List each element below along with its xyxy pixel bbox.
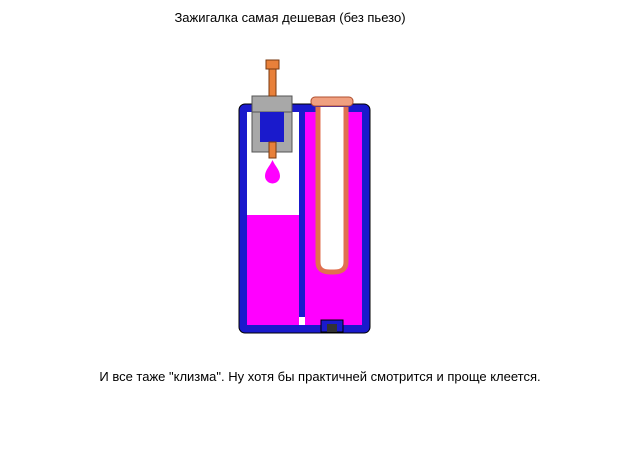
lower-stem (268, 141, 277, 159)
nozzle-stem (268, 67, 277, 97)
valve-housing-inner (260, 112, 284, 142)
page-title: Зажигалка самая дешевая (без пьезо) (174, 10, 406, 25)
fuel-droplet (265, 160, 280, 184)
bottom-vent-hole (327, 324, 337, 332)
inner-tube-cap (310, 96, 354, 107)
partition-wall (299, 112, 305, 317)
valve-cap (251, 95, 293, 113)
inner-tube (315, 107, 349, 275)
caption-text: И все таже "клизма". Ну хотя бы практичн… (99, 369, 541, 384)
nozzle-tip (265, 59, 280, 70)
fuel-left-chamber (247, 215, 299, 325)
